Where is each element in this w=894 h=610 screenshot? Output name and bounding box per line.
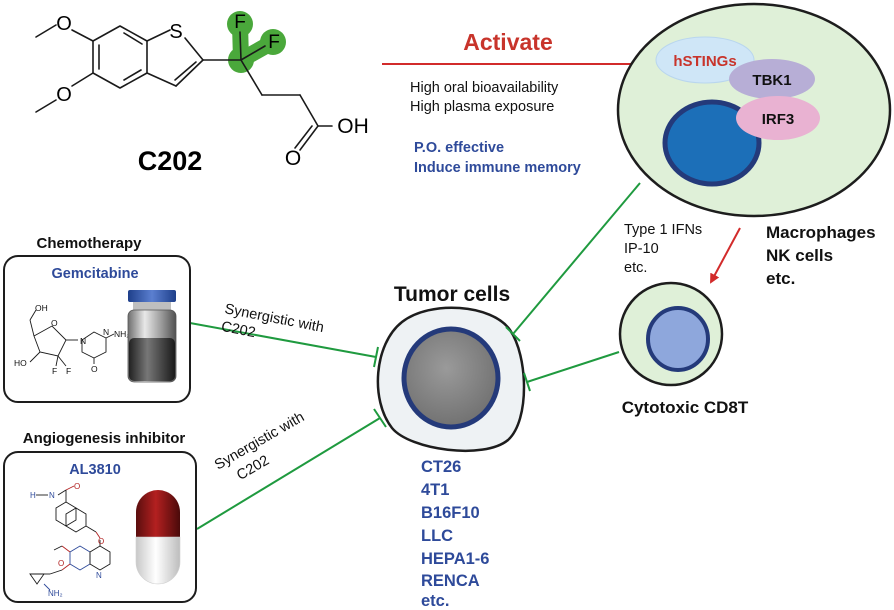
inhibition-from-cd8: [523, 351, 620, 392]
al3810-atom: O: [98, 537, 104, 546]
gemcitabine-atom: N: [103, 327, 109, 337]
cd8-cell: [618, 281, 724, 387]
al3810-label: AL3810: [69, 462, 121, 478]
al3810-capsule: [135, 490, 181, 585]
gemcitabine-atom: HO: [14, 358, 27, 368]
irf3-protein: [736, 96, 820, 140]
al3810-structure: H N O O O N NH₂: [29, 482, 111, 598]
gemcitabine-atom: N: [80, 336, 86, 346]
fluorine-atom-2: F: [268, 32, 280, 53]
tumor-cell-nucleus: [401, 326, 501, 430]
activation-arrow-cd8: [710, 227, 741, 284]
synergy-label-angio: Synergistic with C202: [212, 409, 307, 484]
tumor-model-item: CT26: [421, 458, 461, 476]
inhibition-from-immune-cell: [505, 182, 641, 342]
gemcitabine-atom: F: [52, 366, 57, 376]
gemcitabine-vial: [127, 290, 177, 383]
irf3-label: IRF3: [762, 111, 795, 128]
hydroxyl-group: OH: [337, 115, 369, 138]
compound-name: C202: [138, 146, 203, 176]
cd8-cell-nucleus: [646, 306, 710, 372]
tumor-model-item: HEPA1-6: [421, 550, 489, 568]
tumor-model-item: etc.: [421, 592, 449, 610]
tumor-cell: [376, 306, 526, 452]
activate-label: Activate: [463, 29, 552, 55]
property-bioavailability: High oral bioavailability: [410, 80, 559, 96]
al3810-atom: NH₂: [48, 589, 63, 598]
gemcitabine-label: Gemcitabine: [51, 266, 138, 282]
c202-structure: S O O F F OH O: [35, 11, 369, 170]
gemcitabine-atom: F: [66, 366, 71, 376]
tbk1-protein: [729, 59, 815, 99]
fluorine-atom-1: F: [234, 12, 246, 33]
al3810-atom: O: [74, 482, 80, 491]
tumor-model-item: B16F10: [421, 504, 480, 522]
chemotherapy-title: Chemotherapy: [36, 235, 142, 252]
gemcitabine-atom: O: [91, 364, 98, 374]
gemcitabine-atom: OH: [35, 303, 48, 313]
al3810-atom: N: [96, 571, 102, 580]
effect-immune-memory: Induce immune memory: [414, 160, 581, 176]
carbonyl-oxygen: O: [285, 147, 301, 170]
cytokine-type1-ifns: Type 1 IFNs: [624, 222, 702, 238]
methoxy-oxygen-1: O: [56, 13, 72, 35]
hstings-protein: [655, 36, 755, 84]
tumor-title: Tumor cells: [394, 283, 510, 306]
inhibition-from-angiogenesis: [196, 408, 387, 530]
cd8-label: Cytotoxic CD8T: [622, 398, 749, 417]
tbk1-label: TBK1: [752, 72, 791, 89]
tumor-model-item: 4T1: [421, 481, 449, 499]
immune-cell-nucleus: [662, 99, 762, 187]
cytokine-ip10: IP-10: [624, 241, 659, 257]
effect-po-effective: P.O. effective: [414, 140, 504, 156]
tumor-model-item: LLC: [421, 527, 453, 545]
gemcitabine-atom: O: [51, 318, 58, 328]
angiogenesis-title: Angiogenesis inhibitor: [23, 430, 186, 447]
sulfur-atom: S: [169, 21, 182, 43]
immune-cell: hSTINGs TBK1 IRF3: [616, 2, 892, 218]
synergy-label-chemo: Synergistic with C202: [220, 301, 325, 341]
cell-type-nk-cells: NK cells: [766, 246, 833, 265]
synergy-chemo-line2: C202: [220, 319, 257, 341]
tumor-model-item: RENCA: [421, 572, 480, 590]
gemcitabine-atom: NH₂: [114, 329, 130, 339]
hstings-label: hSTINGs: [673, 53, 736, 70]
al3810-atom: N: [49, 491, 55, 500]
inhibition-from-chemotherapy: [189, 322, 379, 368]
tumor-model-list: CT26 4T1 B16F10 LLC HEPA1-6 RENCA etc.: [421, 458, 489, 610]
property-plasma-exposure: High plasma exposure: [410, 99, 554, 115]
cytokine-etc: etc.: [624, 260, 647, 276]
gemcitabine-structure: OH O N NH₂ N O HO F F: [14, 303, 130, 376]
benzene-ring: [92, 25, 148, 89]
cell-type-macrophages: Macrophages: [766, 223, 876, 242]
methoxy-oxygen-2: O: [56, 84, 72, 106]
cell-type-etc: etc.: [766, 269, 795, 288]
al3810-atom: O: [58, 559, 64, 568]
al3810-atom: H: [30, 491, 36, 500]
